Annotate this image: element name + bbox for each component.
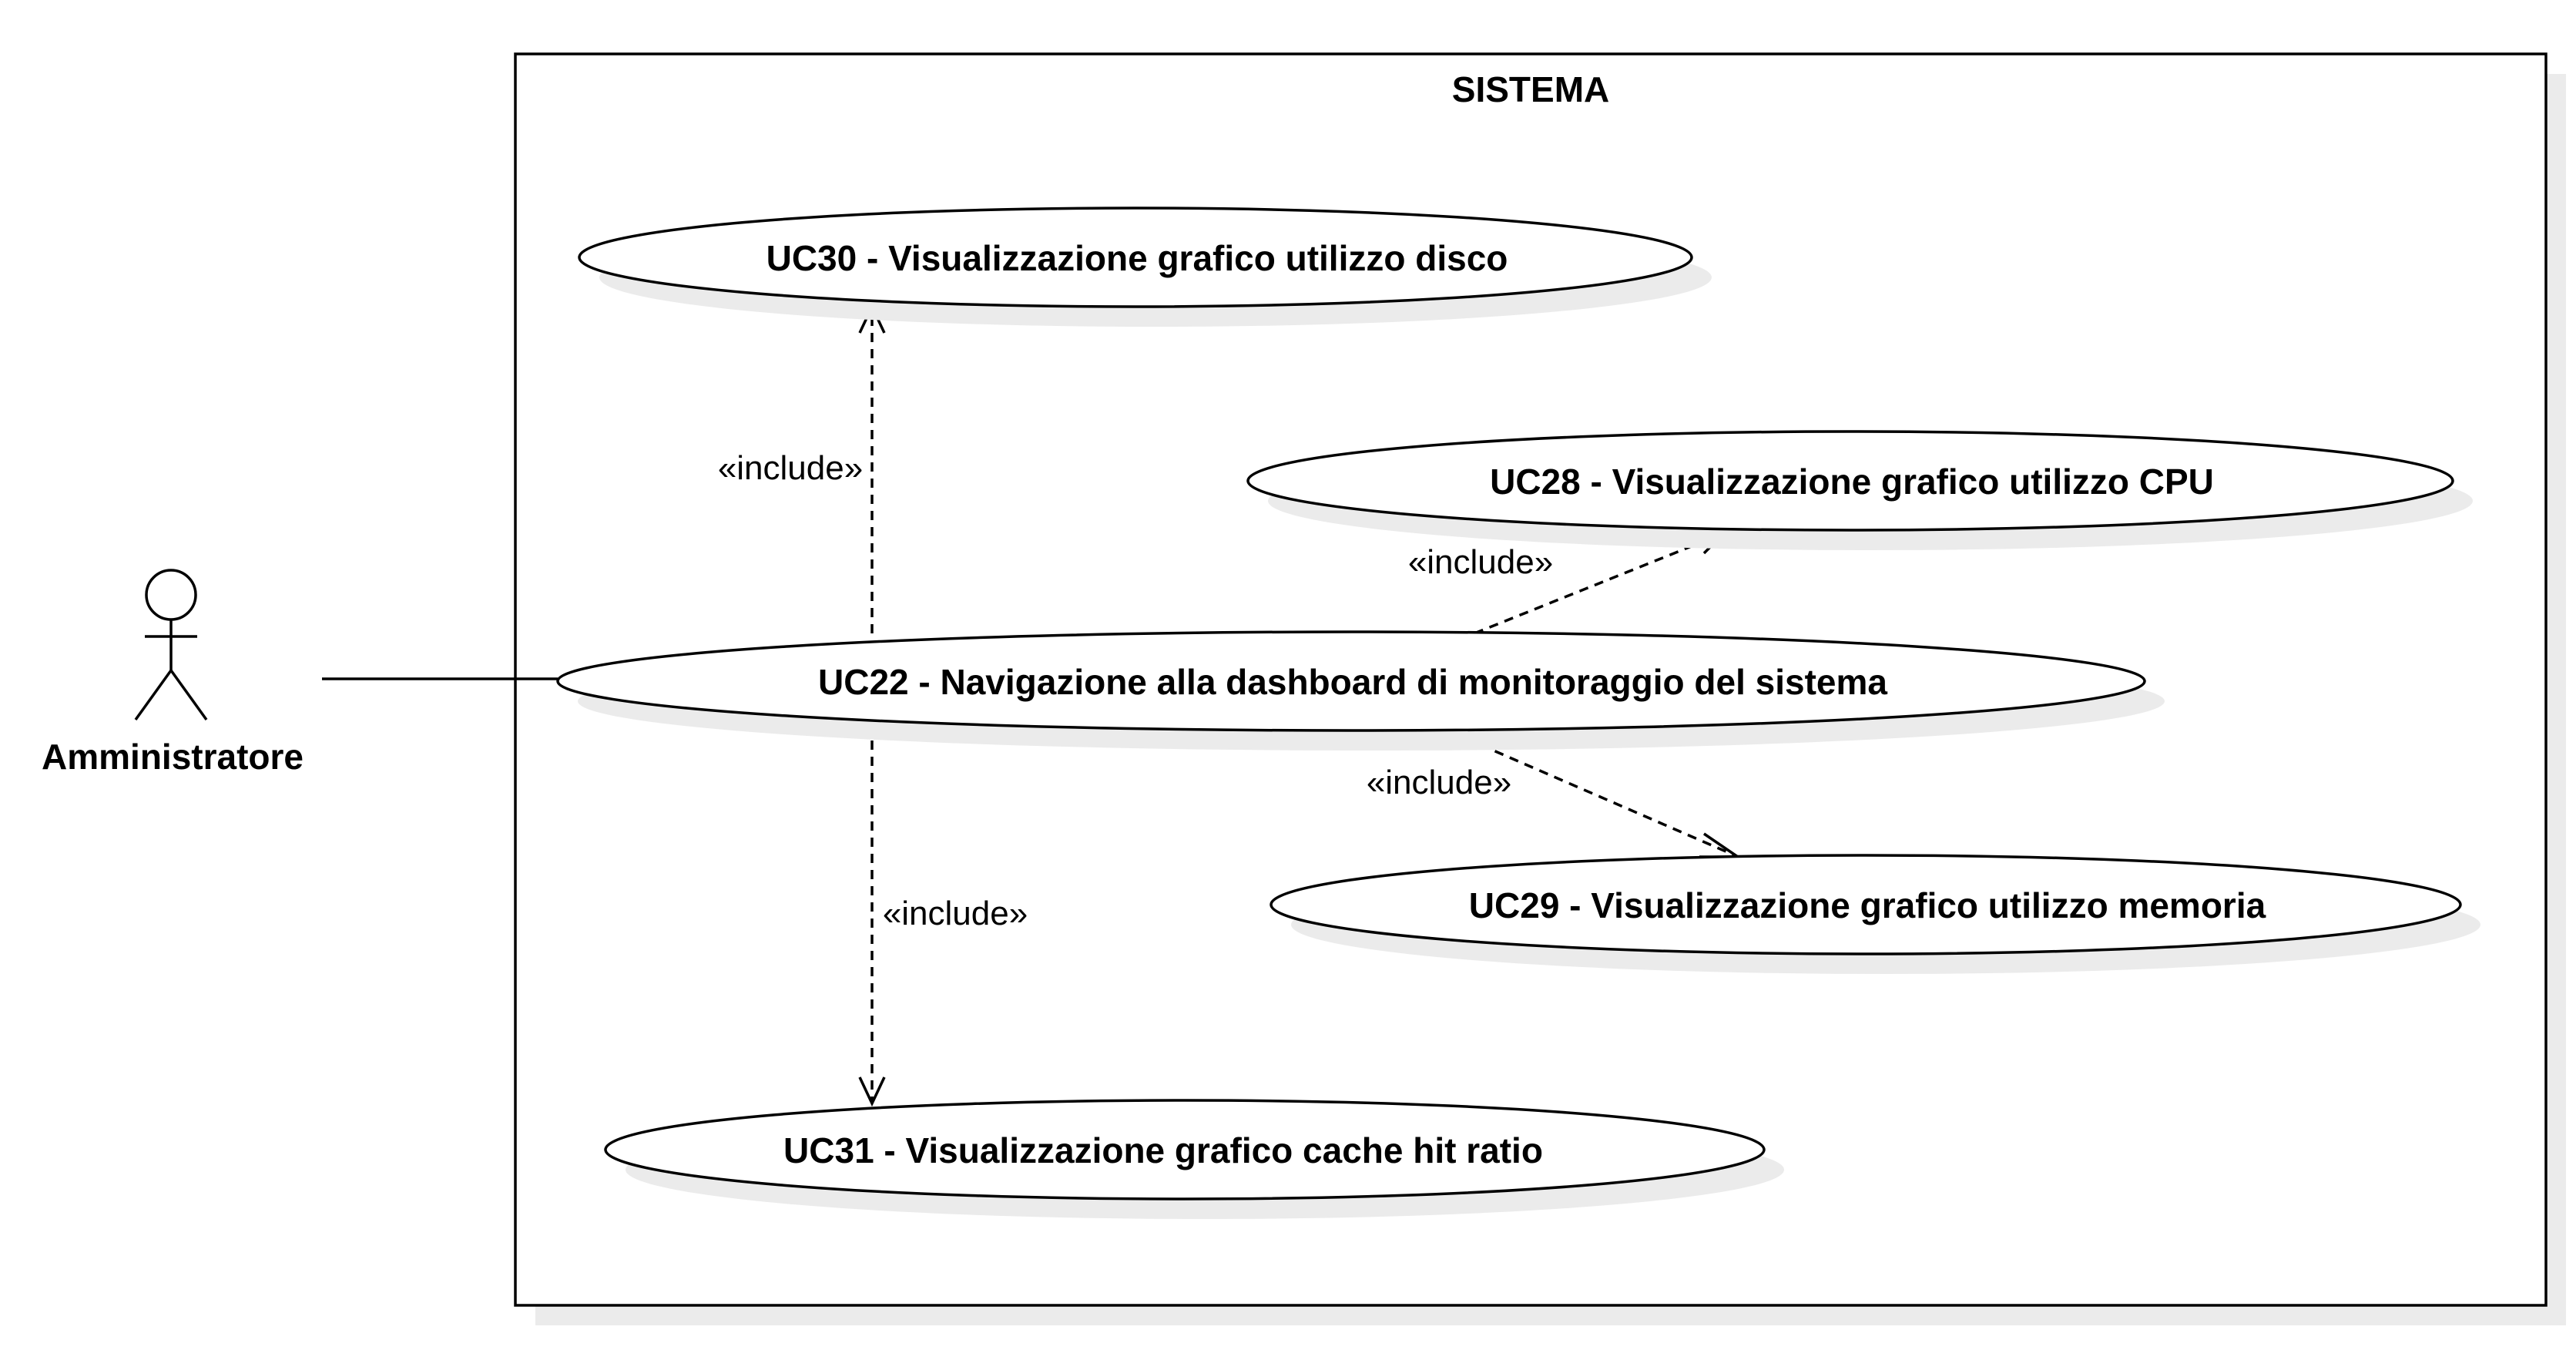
include-label-uc28: «include»	[1408, 543, 1553, 581]
actor-head	[145, 569, 197, 621]
use-case-uc31[interactable]: UC31 - Visualizzazione grafico cache hit…	[604, 1099, 1784, 1219]
use-case-uc30-label: UC30 - Visualizzazione grafico utilizzo …	[766, 238, 1508, 278]
include-uc29-relation: «include»	[1367, 737, 1742, 858]
use-case-uc30[interactable]: UC30 - Visualizzazione grafico utilizzo …	[578, 207, 1712, 327]
include-uc30-relation: «include»	[718, 303, 886, 633]
actor-right-leg	[169, 669, 208, 721]
include-uc31-relation: «include»	[858, 724, 1028, 1107]
use-case-uc22-label: UC22 - Navigazione alla dashboard di mon…	[818, 662, 1887, 702]
actor-amministratore[interactable]: Amministratore	[42, 569, 304, 777]
include-label-uc29: «include»	[1367, 764, 1511, 801]
use-case-uc31-label: UC31 - Visualizzazione grafico cache hit…	[783, 1130, 1543, 1170]
system-title: SISTEMA	[1452, 69, 1609, 109]
use-case-uc29[interactable]: UC29 - Visualizzazione grafico utilizzo …	[1270, 854, 2480, 974]
actor-label: Amministratore	[42, 737, 304, 777]
include-label-uc31: «include»	[883, 895, 1028, 932]
use-case-uc29-label: UC29 - Visualizzazione grafico utilizzo …	[1469, 885, 2266, 925]
use-case-uc22[interactable]: UC22 - Navigazione alla dashboard di mon…	[556, 630, 2165, 751]
use-case-uc28-label: UC28 - Visualizzazione grafico utilizzo …	[1490, 462, 2214, 502]
include-label-uc30: «include»	[718, 449, 863, 487]
actor-left-leg	[134, 669, 173, 721]
use-case-uc28[interactable]: UC28 - Visualizzazione grafico utilizzo …	[1246, 430, 2473, 550]
